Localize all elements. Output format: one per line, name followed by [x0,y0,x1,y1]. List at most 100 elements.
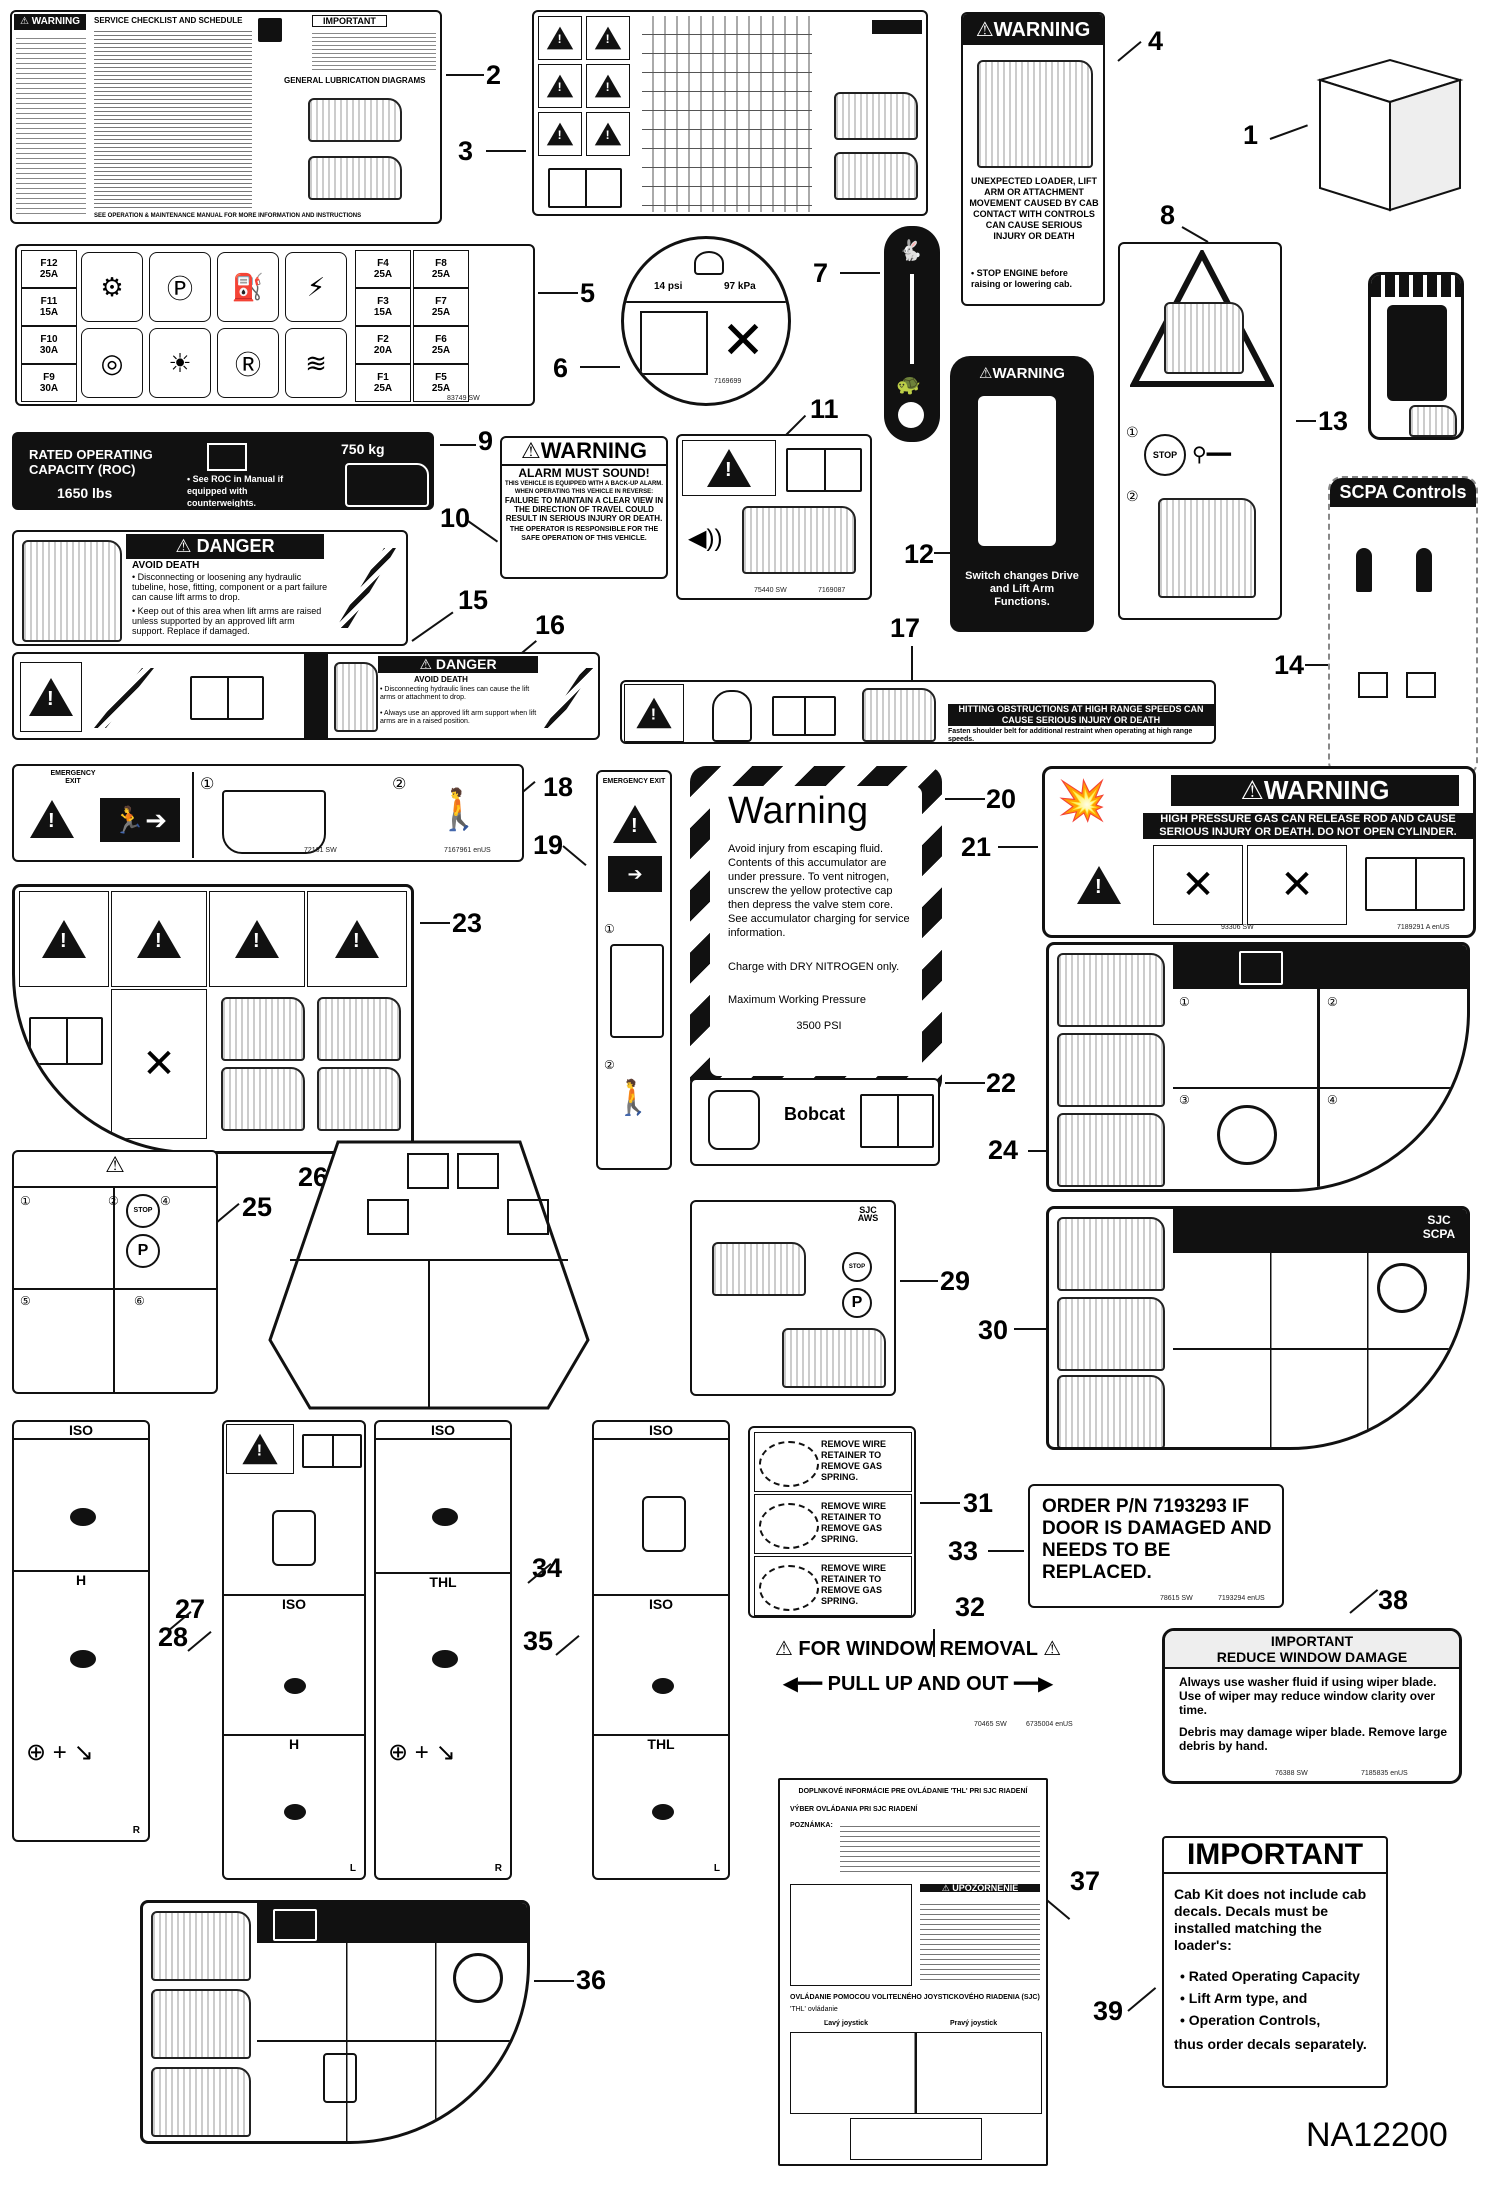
decal-10-warning: ⚠WARNING [502,438,666,466]
decal-19-window-icon [610,944,664,1038]
decal-24-step-4: ④ [1327,1093,1338,1107]
callout-10: 10 [440,503,471,533]
decal-38-t1: Always use washer fluid if using wiper b… [1179,1675,1437,1717]
callout-29: 29 [940,1266,971,1296]
decal-20-maxp: Maximum Working Pressure [728,994,866,1006]
decal-15-avoid: AVOID DEATH [132,560,200,571]
decal-27-iso-h-pattern: ISO H ⊕ + ↘ R [12,1420,150,1842]
decal-10-t3: FAILURE TO MAINTAIN A CLEAR VIEW IN THE … [504,496,664,523]
decal-37-slovak: DOPLNKOVÉ INFORMÁCIE PRE OVLÁDANIE 'THL'… [778,1778,1048,2166]
decal-6-part: 7169699 [714,378,742,385]
lift-support-icon [544,668,594,728]
decal-11-backup-pictorial: ◀)) 75440 SW 7169087 [676,434,872,600]
decal-34-iso-thl-pattern: ISO THL ⊕ + ↘ R [374,1420,512,1880]
callout-22: 22 [986,1068,1017,1098]
drawing-id: NA12200 [1306,2116,1448,2154]
decal-23-machine-4 [317,1067,401,1131]
decal-14-joystick-left-icon [1356,548,1372,592]
decal-36-machine-1 [151,1911,251,1981]
fuse-id: F4 [377,258,389,269]
decal-2-lube-machine-1 [308,98,402,142]
decal-16-b2: • Always use an approved lift arm suppor… [380,710,537,725]
decal-21-head-icon: 💥 [1057,779,1107,823]
kit-box-illustration [1316,58,1464,212]
decal-6-crush-hazard-icon [640,311,708,375]
leader-line [1117,40,1142,62]
read-manual-icon [860,1094,934,1148]
decal-33-order-door: ORDER P/N 7193293 IF DOOR IS DAMAGED AND… [1028,1484,1284,1608]
decal-15-machine-raised-illustration [22,540,122,642]
callout-6: 6 [553,353,569,383]
callout-18: 18 [543,772,574,802]
fuse-id: F12 [40,258,58,269]
read-manual-icon [302,1434,362,1468]
leader-line [998,846,1038,848]
decal-17-machine-illustration [862,688,936,742]
gas-spring-text: REMOVE WIRE RETAINER TO REMOVE GAS SPRIN… [821,1563,887,1606]
decal-36-ignition-icon [453,1953,503,2003]
gas-spring-icon [759,1441,819,1487]
decal-30-ignition-icon [1377,1263,1427,1313]
decal-12-window [978,396,1056,546]
decal-34-r: R [494,1863,502,1874]
fuse-amp: 25A [39,269,59,280]
battery-warning-icon [586,64,630,108]
callout-9: 9 [478,426,494,456]
tip-hazard-icon [209,891,305,987]
decal-18-emergency-exit: EMERGENCY EXIT 🏃➔ ① ② 🚶 72161 SW 7167961… [12,764,524,862]
decal-16-avoid: AVOID DEATH [414,675,468,684]
decal-39-cab-kit: IMPORTANT Cab Kit does not include cab d… [1162,1836,1388,2088]
decal-38-part2: 7185835 enUS [1361,1770,1408,1777]
leader-line [411,611,454,642]
decal-28-h-pattern-icon [284,1804,306,1820]
callout-36: 36 [576,1965,607,1995]
decal-25-step-4: ④ [160,1194,171,1208]
decal-11-alarm-icon: ◀)) [688,525,723,552]
hand-hazard-icon [586,112,630,156]
decal-32-part: 70465 SW [974,1721,1007,1728]
decal-14-title: SCPA Controls [1330,478,1476,507]
decal-39-item-2: • Lift Arm type, and [1180,1990,1308,2006]
decal-6-no-stand-icon: ✕ [721,312,765,370]
decal-9-line2: CAPACITY (ROC) [29,462,136,477]
decal-29-tag: SJC AWS [857,1205,879,1223]
decal-18-window-icon [222,790,326,854]
decal-38-head: IMPORTANT REDUCE WINDOW DAMAGE [1165,1631,1459,1669]
decal-25-header: ⚠ [14,1152,216,1188]
leader-line [900,1280,938,1282]
decal-15-lift-support-icon [336,548,396,628]
fuse-amp: 25A [431,307,451,318]
decal-33-text: ORDER P/N 7193293 IF DOOR IS DAMAGED AND… [1042,1496,1272,1583]
decal-9-line1: RATED OPERATING [29,447,153,462]
decal-35-iso: ISO [594,1422,728,1440]
decal-23-shield: ✕ [12,884,414,1154]
decal-10-t2: WHEN OPERATING THIS VEHICLE IN REVERSE: [514,489,654,495]
decal-24-machine-1 [1057,953,1165,1027]
decal-24-ignition-icon [1217,1105,1277,1165]
fluid-injection-icon [538,112,582,156]
decal-15-danger-header: ⚠ DANGER [126,534,324,559]
callout-32: 32 [955,1592,986,1622]
fuse-amp: 25A [373,383,393,394]
decal-12-switch-warning: ⚠WARNING Switch changes Drive and Lift A… [950,356,1094,632]
decal-14-pedal-left-icon [1358,672,1388,698]
decal-24-grid [1173,989,1467,1189]
fuse-amp: 30A [39,383,59,394]
fuse-amp: 15A [373,307,393,318]
decal-33-part: 78615 SW [1160,1595,1193,1602]
decal-39-outro: thus order decals separately. [1174,2036,1367,2052]
callout-12: 12 [904,539,935,569]
decal-19-emergency-exit-vertical: EMERGENCY EXIT ➔ ① ② 🚶 [596,770,672,1170]
leader-line [1296,420,1316,422]
decal-15-b2: • Keep out of this area when lift arms a… [132,606,322,636]
gas-spring-text: REMOVE WIRE RETAINER TO REMOVE GAS SPRIN… [821,1501,887,1544]
leader-line [555,1634,580,1656]
leader-line [187,1630,212,1652]
leader-line [920,1502,960,1504]
exit-sign-icon: ➔ [608,856,662,892]
decal-8-step-2: ② [1126,488,1139,504]
